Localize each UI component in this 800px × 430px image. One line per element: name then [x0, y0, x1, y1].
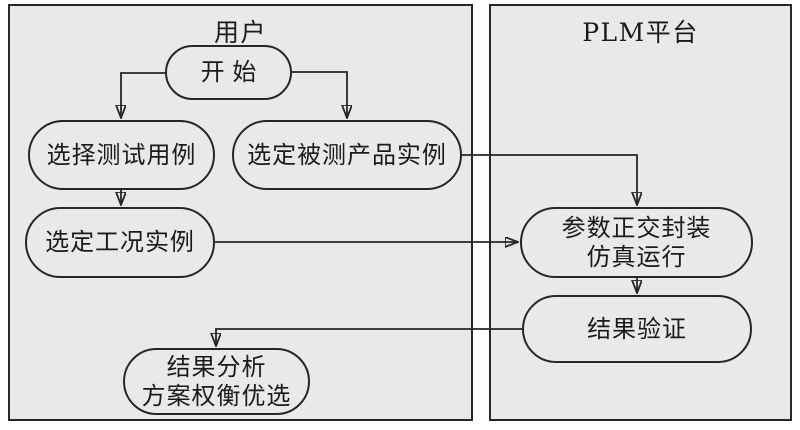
- node-result-analysis-line2: 方案权衡优选: [141, 381, 292, 410]
- node-result-analysis-line1: 结果分析: [166, 352, 267, 381]
- node-param-orthogonal-sim-line2: 仿真运行: [586, 242, 687, 271]
- node-select-product-instance-label: 选定被测产品实例: [247, 140, 447, 169]
- node-select-condition-instance: 选定工况实例: [25, 207, 215, 278]
- node-select-test-case: 选择测试用例: [28, 120, 215, 190]
- node-select-test-case-label: 选择测试用例: [46, 140, 197, 169]
- node-result-analysis: 结果分析 方案权衡优选: [123, 348, 310, 415]
- node-start: 开始: [165, 45, 292, 100]
- lane-user-title: 用户: [213, 18, 267, 47]
- node-select-condition-instance-label: 选定工况实例: [45, 228, 195, 257]
- node-result-verification-label: 结果验证: [587, 314, 687, 343]
- node-param-orthogonal-sim: 参数正交封装 仿真运行: [520, 207, 753, 278]
- node-start-label: 开始: [200, 58, 265, 87]
- lane-plm-title: PLM平台: [582, 18, 699, 47]
- node-param-orthogonal-sim-line1: 参数正交封装: [561, 213, 712, 242]
- node-result-verification: 结果验证: [522, 295, 752, 363]
- node-select-product-instance: 选定被测产品实例: [232, 120, 462, 190]
